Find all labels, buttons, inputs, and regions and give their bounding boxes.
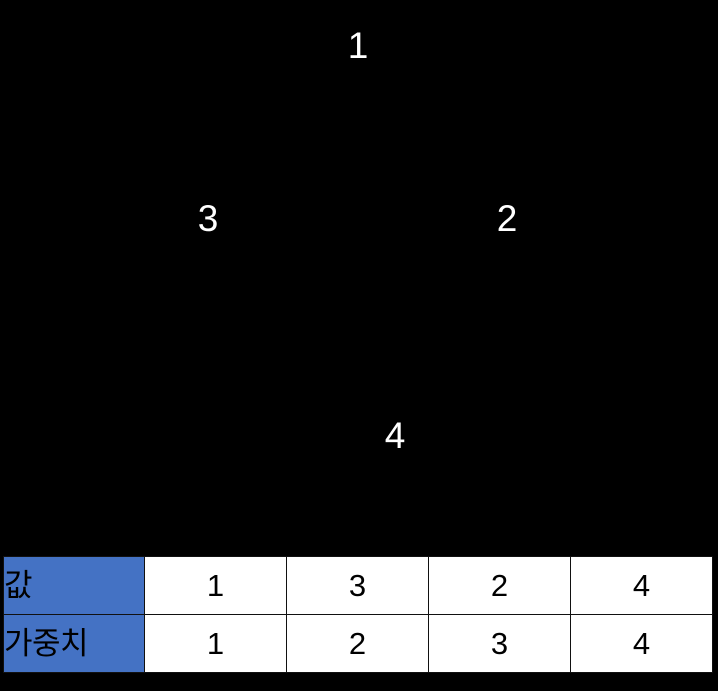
tree-node-leaf[interactable]: 4: [384, 415, 406, 456]
tree-node-root[interactable]: 1: [347, 25, 369, 66]
table-row-value: 값 1 3 2 4: [3, 556, 713, 615]
table-row-weight: 가중치 1 2 3 4: [3, 614, 713, 673]
row-header-value: 값: [3, 556, 145, 615]
tree-node-right[interactable]: 2: [496, 198, 518, 239]
tree-diagram: 1 3 2 4: [0, 0, 718, 550]
row-header-weight: 가중치: [3, 614, 145, 673]
weight-cell-4: 4: [570, 614, 713, 673]
weight-cell-3: 3: [428, 614, 571, 673]
tree-edge-3-4: [207, 232, 396, 423]
value-cell-2: 3: [286, 556, 429, 615]
weight-cell-1: 1: [144, 614, 287, 673]
tree-edge-1-2: [357, 59, 508, 206]
values-weights-table: 값 1 3 2 4 가중치 1 2 3 4: [3, 556, 713, 673]
value-cell-1: 1: [144, 556, 287, 615]
tree-edge-layer: [0, 0, 718, 550]
tree-node-left[interactable]: 3: [197, 198, 219, 239]
value-cell-4: 4: [570, 556, 713, 615]
value-cell-3: 2: [428, 556, 571, 615]
tree-edge-1-3: [207, 59, 359, 206]
weight-cell-2: 2: [286, 614, 429, 673]
